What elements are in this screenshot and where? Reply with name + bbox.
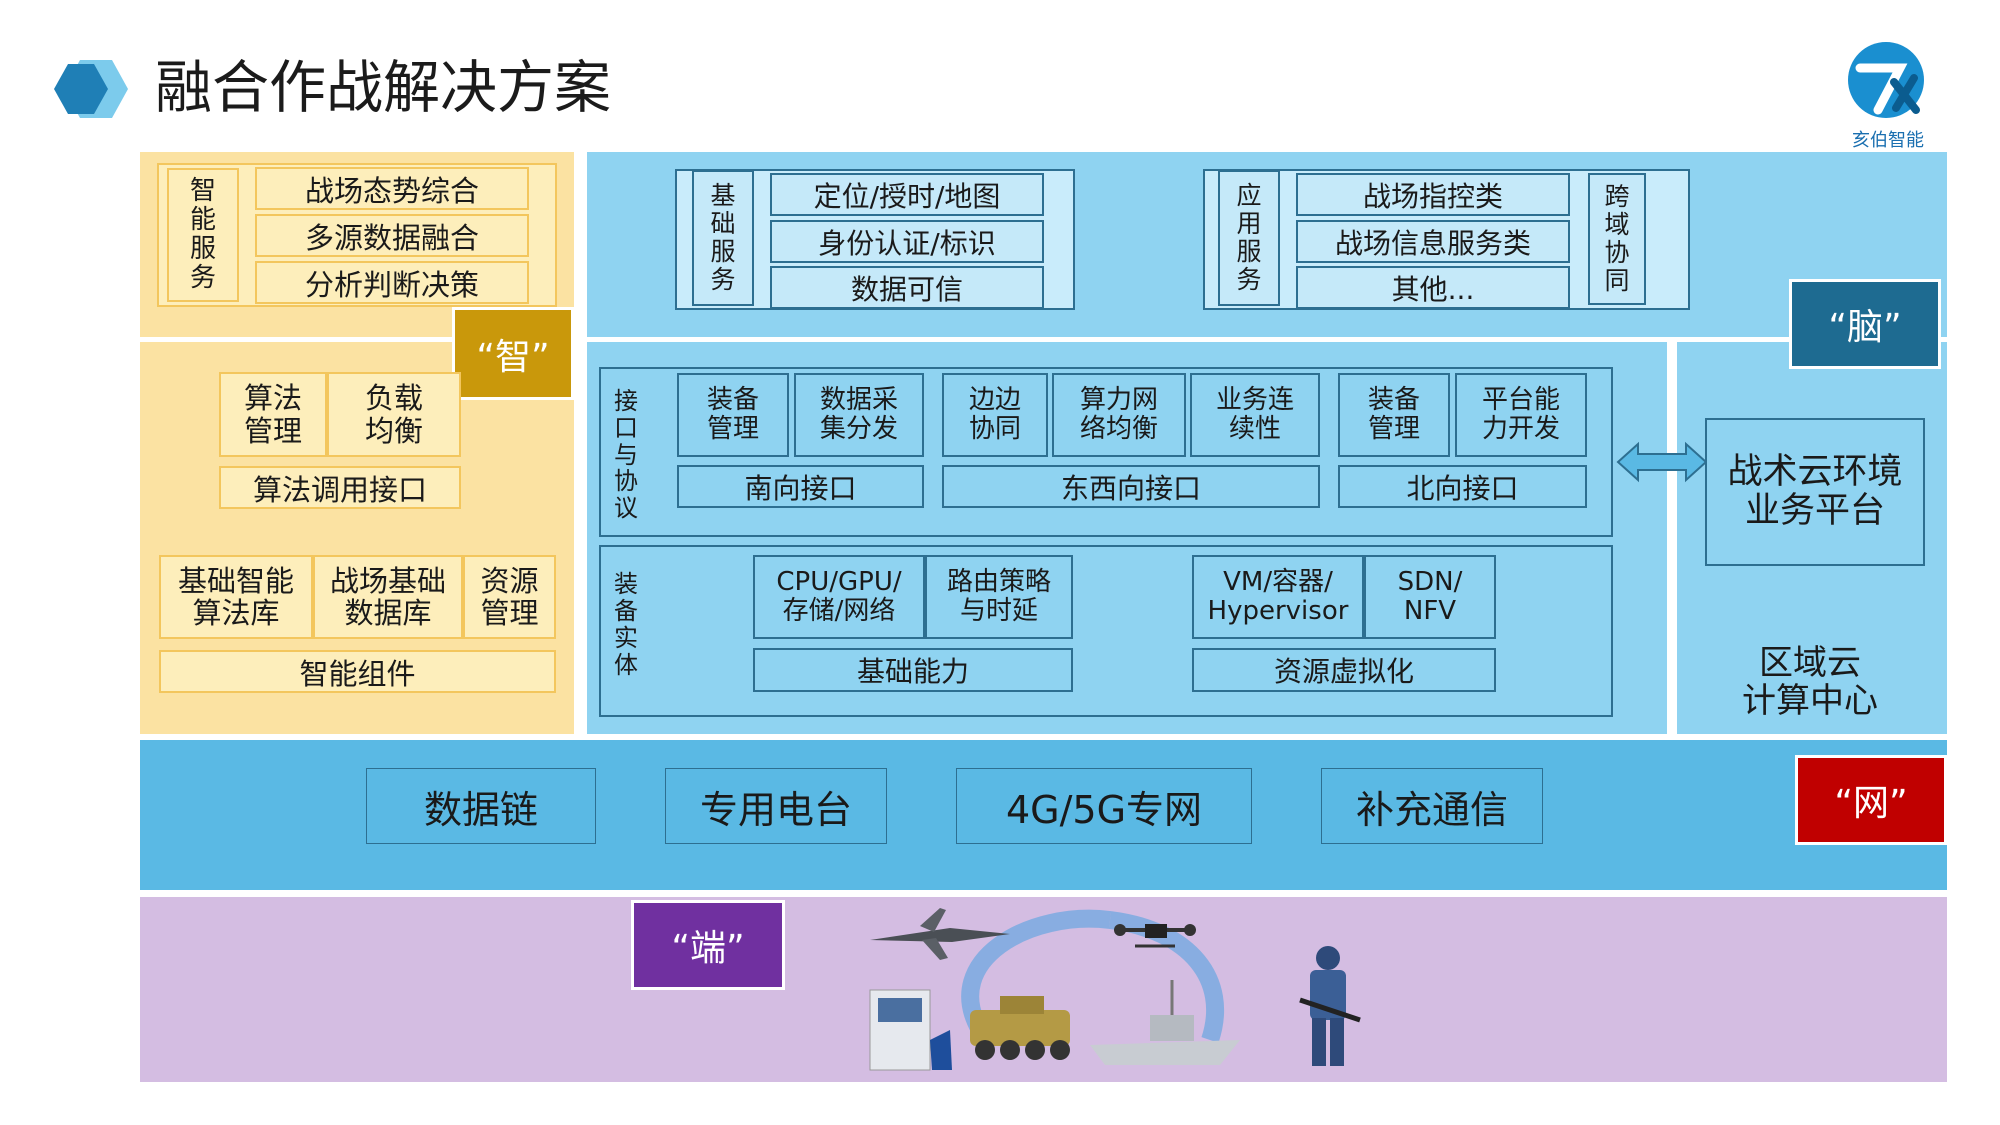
network-radio: 专用电台	[665, 768, 887, 844]
double-arrow-icon	[1616, 441, 1708, 483]
intel-item: 战场态势综合	[255, 167, 529, 210]
base-service-item: 数据可信	[770, 266, 1044, 309]
quadcopter-icon	[1114, 924, 1196, 948]
devices-illustration	[869, 908, 1361, 1071]
tactical-cloud-platform: 战术云环境业务平台	[1705, 418, 1925, 566]
north-item-equip-mgmt: 装备管理	[1338, 373, 1450, 457]
tag-nao: “脑”	[1789, 279, 1941, 369]
basic-capability: 基础能力	[753, 648, 1073, 692]
network-4g5g: 4G/5G专网	[956, 768, 1252, 844]
intel-item: 分析判断决策	[255, 261, 529, 304]
network-supplementary: 补充通信	[1321, 768, 1543, 844]
protocol-panel	[599, 367, 1613, 537]
east-west-interface: 东西向接口	[942, 465, 1320, 508]
app-service-label: 应用服务	[1218, 170, 1280, 306]
logo: 亥伯智能	[1838, 38, 1938, 151]
intel-item: 多源数据融合	[255, 214, 529, 257]
equip-item-routing: 路由策略与时延	[925, 555, 1073, 639]
base-service-item: 身份认证/标识	[770, 220, 1044, 263]
console-icon	[869, 989, 952, 1071]
cross-domain-box: 跨域协同	[1588, 173, 1646, 305]
intel-service-label: 智能服务	[167, 168, 239, 302]
ew-item-edge-collab: 边边协同	[942, 373, 1048, 457]
regional-cloud-center: 区域云计算中心	[1742, 642, 1878, 721]
unmanned-boat-icon	[1090, 980, 1240, 1065]
hexagon-icon	[54, 60, 128, 118]
soldier-icon	[1299, 946, 1361, 1066]
app-service-item: 战场指控类	[1296, 173, 1570, 216]
load-balance-box: 负载均衡	[327, 372, 461, 457]
base-algo-lib-box: 基础智能算法库	[159, 555, 313, 639]
logo-mark-icon	[1848, 42, 1924, 118]
equip-item-vm: VM/容器/Hypervisor	[1192, 555, 1364, 639]
south-item-equip-mgmt: 装备管理	[677, 373, 789, 457]
base-service-label: 基础服务	[692, 170, 754, 306]
logo-text: 亥伯智能	[1852, 130, 1924, 151]
protocol-label: 接口与协议	[614, 386, 638, 523]
battle-db-box: 战场基础数据库	[313, 555, 463, 639]
equipment-label: 装备实体	[614, 570, 638, 679]
network-data-link: 数据链	[366, 768, 596, 844]
equip-item-sdn: SDN/NFV	[1364, 555, 1496, 639]
south-interface: 南向接口	[677, 465, 924, 508]
algo-interface-box: 算法调用接口	[219, 466, 461, 509]
resource-virtualization: 资源虚拟化	[1192, 648, 1496, 692]
algo-mgmt-box: 算法管理	[219, 372, 327, 457]
ew-item-compute-balance: 算力网络均衡	[1052, 373, 1186, 457]
page-title: 融合作战解决方案	[155, 55, 611, 121]
north-item-platform-dev: 平台能力开发	[1455, 373, 1587, 457]
resource-mgmt-box: 资源管理	[463, 555, 556, 639]
app-service-item: 战场信息服务类	[1296, 220, 1570, 263]
south-item-data-collect: 数据采集分发	[794, 373, 924, 457]
intel-components-box: 智能组件	[159, 650, 556, 693]
app-service-item: 其他...	[1296, 266, 1570, 309]
ew-item-continuity: 业务连续性	[1190, 373, 1320, 457]
equipment-panel	[599, 545, 1613, 717]
tag-duan: “端”	[631, 900, 785, 990]
base-service-item: 定位/授时/地图	[770, 173, 1044, 216]
armored-vehicle-icon	[970, 996, 1070, 1060]
tag-zhi: “智”	[452, 307, 574, 400]
uav-icon	[870, 908, 1010, 960]
equip-item-cpu-gpu: CPU/GPU/存储/网络	[753, 555, 925, 639]
north-interface: 北向接口	[1338, 465, 1587, 508]
tag-wang: “网”	[1795, 755, 1947, 845]
